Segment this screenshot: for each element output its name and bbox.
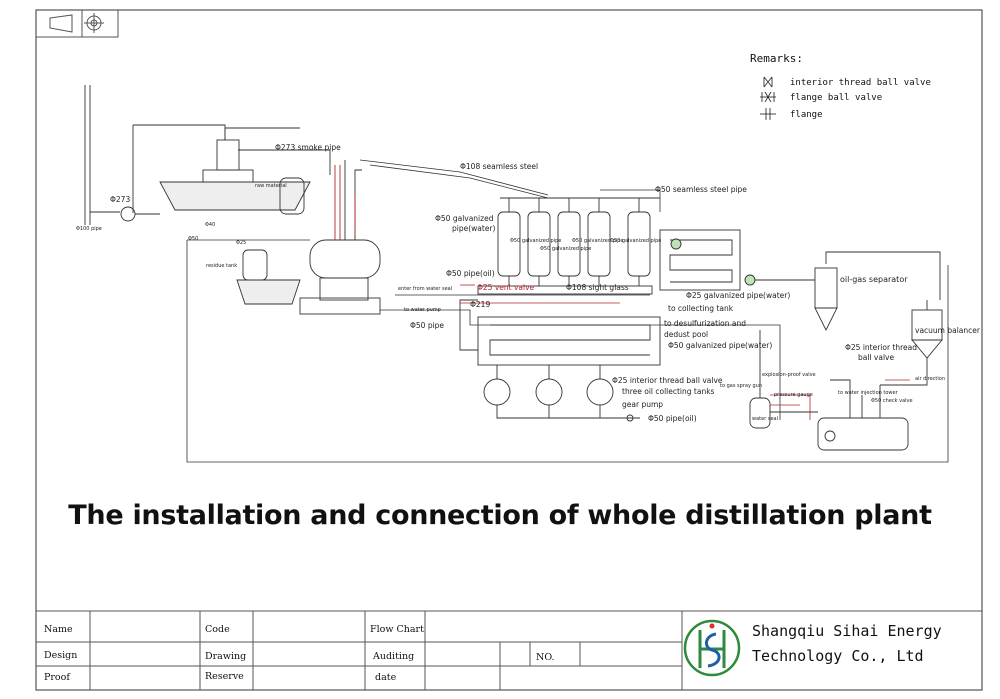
label-pipe-50-oil-2: Φ50 pipe(oil) [648, 414, 697, 423]
label-pipe-40: Φ40 [205, 222, 216, 228]
sight-glass-header-icon [477, 285, 653, 295]
label-ball-valve: ball valve [858, 353, 895, 362]
label-pipe-219: Φ219 [470, 300, 491, 309]
oil-gas-separator-icon [814, 267, 838, 309]
remark-flange-ball-valve: flange ball valve [790, 93, 883, 103]
oil-collecting-tanks [483, 365, 640, 422]
oil-tank-1-icon [483, 378, 511, 406]
sihai-logo-icon [683, 619, 741, 677]
ground-icon [159, 181, 311, 211]
label-column-galvanized-a: Φ50 galvanized pipe [510, 238, 562, 244]
label-galvanized-pipe: Φ50 galvanized [435, 214, 494, 223]
label-hundred-pipe: Φ100 pipe [76, 226, 102, 232]
remark-interior-thread-ball-valve: interior thread ball valve [790, 78, 931, 88]
column-4-icon [587, 211, 611, 277]
label-galvanized-water-25: Φ25 galvanized pipe(water) [686, 291, 791, 300]
company-name-line2: Technology Co., Ltd [752, 647, 924, 665]
main-title: The installation and connection of whole… [68, 500, 932, 531]
vacuum-balancer-icon [911, 309, 943, 341]
label-to-gas-spray-gun: to gas spray gun [720, 383, 762, 389]
gear-pump-icon [626, 414, 634, 422]
raw-material-tank-icon [279, 177, 305, 215]
label-column-galvanized-c: Φ50 galvanized pipe [572, 238, 624, 244]
tb-flow-chart: Flow Chart [370, 624, 424, 635]
dust-tower-icon [216, 139, 240, 171]
tb-proof: Proof [44, 672, 70, 683]
water-seal-icon [749, 397, 771, 429]
condenser-lower-icon [477, 316, 661, 366]
label-interior-thread: Φ25 interior thread [845, 343, 918, 352]
label-pipe-50-pipe: Φ50 pipe [410, 321, 445, 330]
sheet-border [35, 9, 983, 691]
column-2-icon [527, 211, 551, 277]
label-galvanized-pipe-water: pipe(water) [452, 224, 496, 233]
label-water-seal: water seal [752, 416, 778, 422]
sight-glass-icon [670, 238, 682, 250]
label-seamless-steel-pipe: Φ50 seamless steel pipe [655, 185, 747, 194]
remarks-title: Remarks: [750, 52, 803, 65]
condensers [459, 229, 756, 366]
right-red-lines [460, 284, 910, 420]
distillation-columns [477, 197, 660, 295]
label-pressure-gauge: pressure gauge [774, 392, 813, 398]
right-equipment [749, 251, 943, 451]
label-gear-pump: gear pump [622, 400, 664, 409]
label-to-water-pump: to water pump [404, 307, 441, 313]
tb-date: date [375, 672, 397, 683]
oil-tank-3-icon [586, 378, 614, 406]
label-desulfurization: to desulfurization and [664, 319, 746, 328]
label-column-galvanized-b: Φ50 galvanized pipe [540, 246, 592, 252]
column-1-icon [497, 211, 521, 277]
label-air-direction: air direction [915, 376, 946, 382]
label-to-collecting-tank: to collecting tank [668, 304, 734, 313]
label-vacuum-balancer: vacuum balancer [915, 326, 980, 335]
label-enter-water-seal: enter from water seal [398, 286, 453, 292]
label-three-oil-tanks: three oil collecting tanks [622, 387, 715, 396]
label-pipe-273: Φ273 [110, 195, 131, 204]
column-3-icon [557, 211, 581, 277]
tb-no: NO. [536, 652, 555, 663]
sight-glass-2-icon [744, 274, 756, 286]
label-vent-valve: Φ25 vent valve [477, 283, 535, 292]
remark-flange: flange [790, 110, 823, 120]
reactor-section [84, 85, 381, 315]
label-smoke-pipe: Φ273 smoke pipe [275, 143, 341, 152]
tb-reserve: Reserve [205, 671, 244, 682]
flange-symbol [760, 108, 776, 120]
tb-code: Code [205, 624, 230, 635]
tb-auditing: Auditing [373, 651, 415, 662]
boiler-icon [817, 417, 909, 451]
label-sight-glass: Φ108 sight glass [566, 283, 629, 292]
label-dedust-pool: dedust pool [664, 330, 709, 339]
condenser-upper-icon [659, 229, 741, 291]
main-piping [186, 159, 949, 463]
label-residue-tank: residue tank [206, 263, 238, 269]
reactor-icon [309, 239, 381, 279]
label-interior-thread-ball-valve: Φ25 interior thread ball valve [612, 376, 723, 385]
company-name-line1: Shangqiu Sihai Energy [752, 622, 942, 640]
tb-design: Design [44, 650, 78, 661]
tb-name: Name [44, 624, 73, 635]
label-seamless-steel: Φ108 seamless steel [460, 162, 539, 171]
column-5-icon [627, 211, 651, 277]
projection-symbol-icon [35, 9, 119, 38]
label-galvanized-water-50: Φ50 galvanized pipe(water) [668, 341, 773, 350]
flange-ball-valve-symbol [760, 91, 776, 103]
label-to-water-injection: to water injection tower [838, 390, 898, 396]
label-raw-material: raw material [255, 183, 287, 189]
label-pipe-50-oil: Φ50 pipe(oil) [446, 269, 495, 278]
residue-tank-icon [242, 249, 268, 281]
label-pipe-25: Φ25 [236, 240, 247, 246]
interior-thread-ball-valve-symbol [763, 76, 773, 88]
reactor-red-lines [334, 165, 356, 240]
oil-tank-2-icon [535, 378, 563, 406]
label-explosion-proof-valve: explosion-proof valve [762, 372, 816, 378]
label-pipe-50-small: Φ50 [188, 236, 199, 242]
label-oil-gas-separator: oil-gas separator [840, 275, 908, 284]
title-block-grid [36, 610, 982, 690]
label-column-galvanized-d: Φ50 galvanized pipe [610, 238, 662, 244]
label-check-valve: Φ50 check valve [871, 398, 913, 404]
tb-drawing: Drawing [205, 651, 247, 662]
